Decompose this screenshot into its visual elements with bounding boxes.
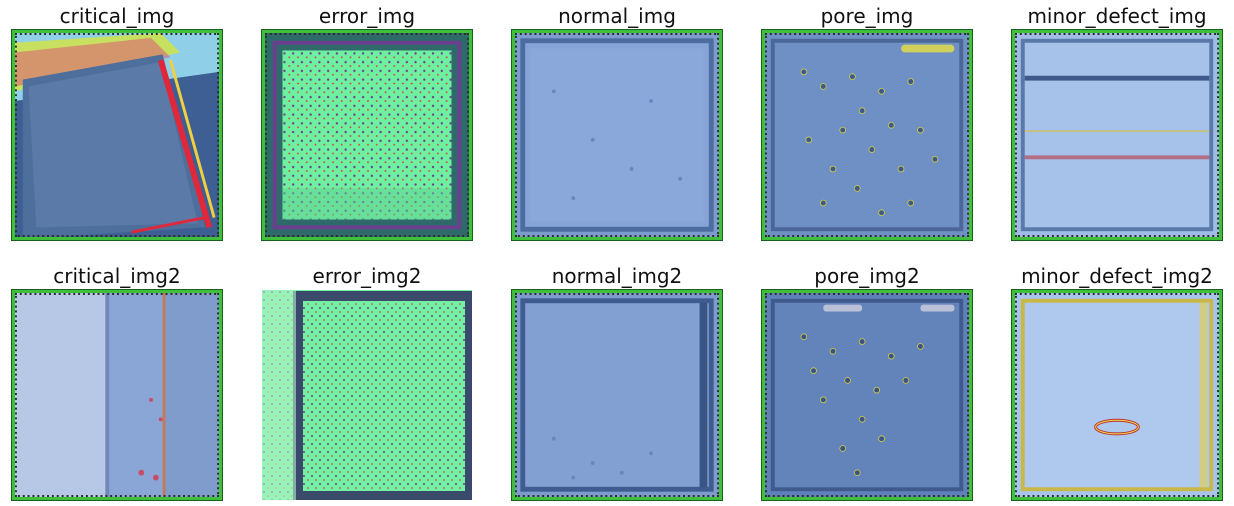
panel-title: pore_img — [820, 4, 914, 28]
pore-img-thumbnail — [761, 29, 973, 241]
panel-title: minor_defect_img2 — [1021, 264, 1213, 288]
minor-defect-img-thumbnail — [1011, 29, 1223, 241]
minor-defect-img2-picture — [1015, 293, 1219, 497]
panel-title: critical_img — [59, 4, 175, 28]
critical-img2-thumbnail — [11, 289, 223, 501]
pore-img2-thumbnail — [761, 289, 973, 501]
error-img-thumbnail — [261, 29, 473, 241]
panel-title: normal_img — [558, 4, 676, 28]
error-img2-thumbnail — [262, 290, 472, 500]
panel-title: minor_defect_img — [1027, 4, 1207, 28]
panel-title: error_img — [318, 4, 416, 28]
critical-img-thumbnail — [11, 29, 223, 241]
panel-title: normal_img2 — [551, 264, 683, 288]
normal-img-thumbnail — [511, 29, 723, 241]
minor-defect-img-picture — [1015, 33, 1219, 237]
error-img-picture — [265, 33, 469, 237]
critical-img-picture — [15, 33, 219, 237]
pore-img-picture — [765, 33, 969, 237]
normal-img-picture — [515, 33, 719, 237]
normal-img2-thumbnail — [511, 289, 723, 501]
panel-title: critical_img2 — [53, 264, 181, 288]
minor-defect-img2-thumbnail — [1011, 289, 1223, 501]
error-img2-picture — [262, 290, 472, 500]
normal-img2-picture — [515, 293, 719, 497]
panel-title: pore_img2 — [814, 264, 920, 288]
pore-img2-picture — [765, 293, 969, 497]
panel-title: error_img2 — [312, 264, 422, 288]
critical-img2-picture — [15, 293, 219, 497]
